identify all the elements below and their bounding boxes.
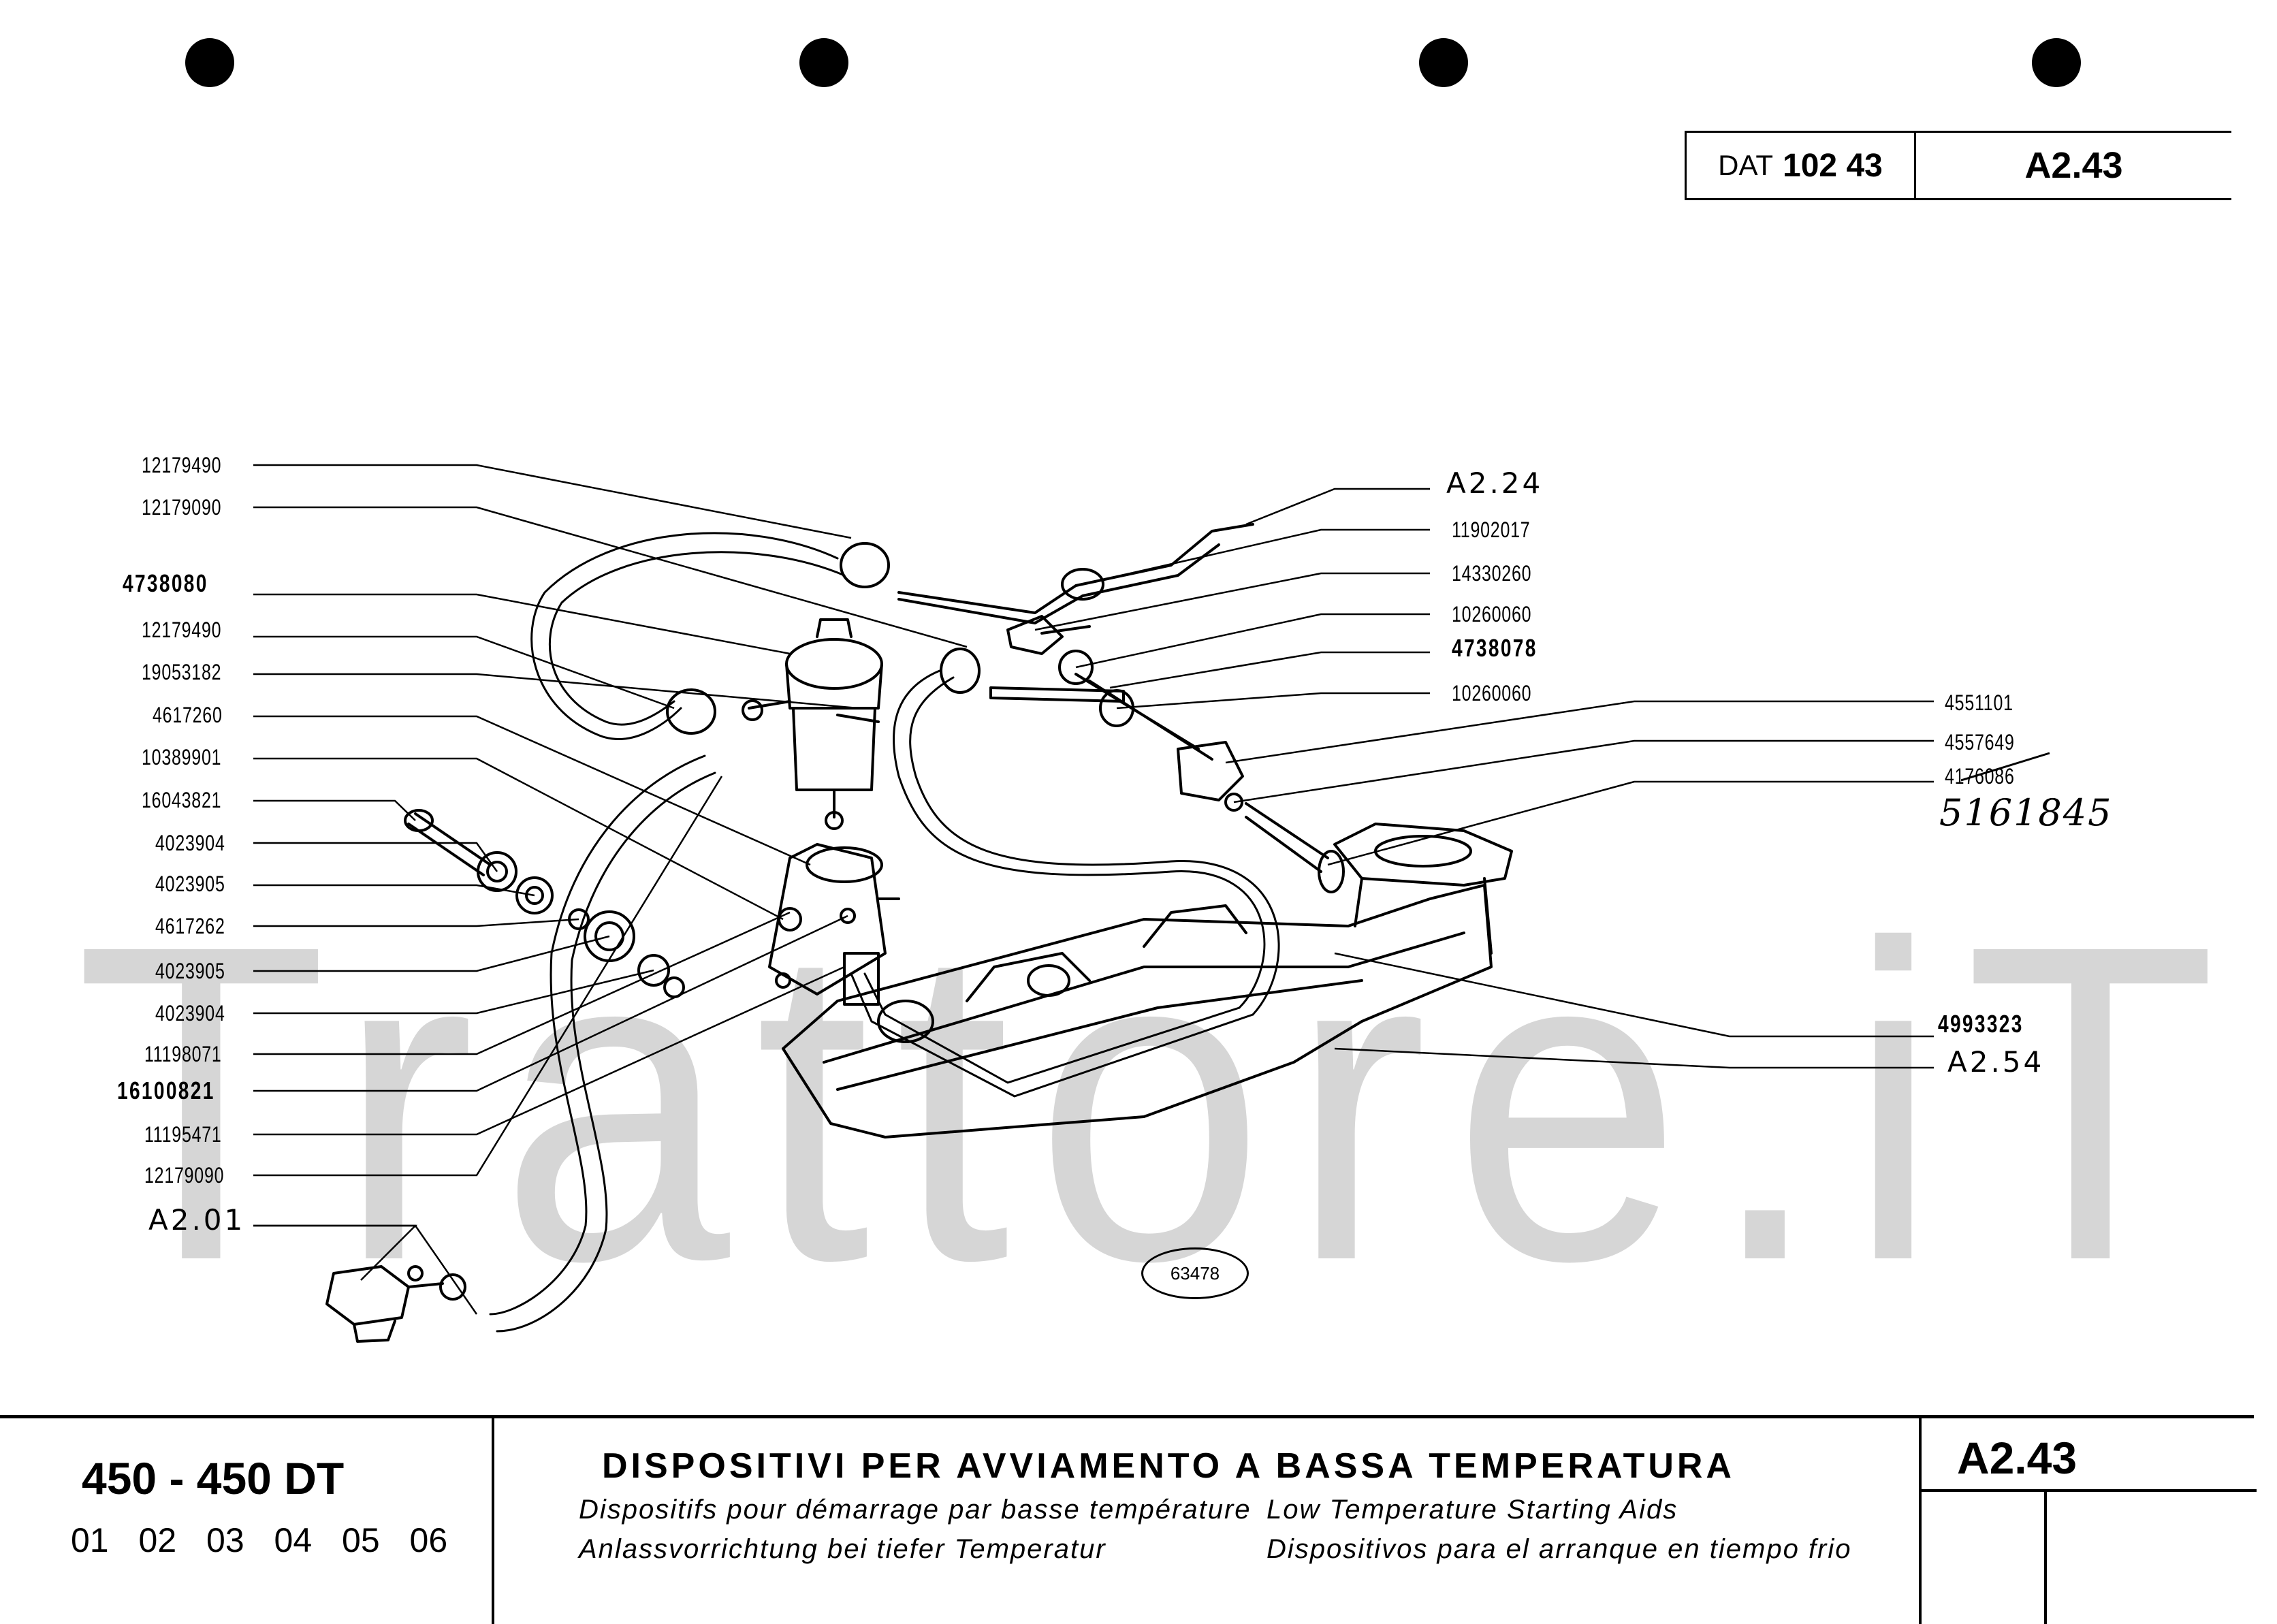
dat-cell: DAT 102 43 (1687, 133, 1916, 198)
model-variants: 01 02 03 04 05 06 (71, 1521, 448, 1559)
binder-hole (1419, 38, 1468, 87)
dat-number: 102 43 (1783, 147, 1883, 184)
header-reference-box: DAT 102 43 A2.43 (1685, 131, 2231, 200)
watermark: Trattore.iT (75, 852, 2242, 1354)
title-english: Low Temperature Starting Aids (1267, 1495, 1678, 1525)
title-block: 450 - 450 DT 01 02 03 04 05 06 DISPOSITI… (0, 1415, 2257, 1624)
binder-hole (799, 38, 848, 87)
binder-hole (185, 38, 234, 87)
part-number-label: 4617262 (155, 914, 225, 938)
part-number-label: 14330260 (1452, 561, 1532, 586)
page-code-cell: A2.43 (1919, 1418, 2257, 1624)
part-number-label: 4993323 (1938, 1010, 2024, 1038)
part-number-label: 16100821 (117, 1077, 215, 1104)
title-italian: DISPOSITIVI PER AVVIAMENTO A BASSA TEMPE… (602, 1446, 1735, 1486)
divider (1922, 1489, 2257, 1492)
title-french: Dispositifs pour démarrage par basse tem… (579, 1495, 1252, 1525)
title-spanish: Dispositivos para el arranque en tiempo … (1267, 1534, 1852, 1564)
hose-clip (843, 952, 880, 1006)
part-number-label: 12179490 (142, 453, 222, 477)
part-number-label: 4023905 (155, 872, 225, 896)
hose-clip (840, 542, 890, 588)
part-number-label: 4617260 (153, 703, 223, 727)
leader-lines (253, 464, 1934, 1315)
section-reference-label: A2.24 (1446, 466, 1544, 500)
fuel-tap (325, 1265, 466, 1343)
bracket (768, 843, 900, 996)
part-number-label: 11198071 (144, 1042, 222, 1066)
part-number-label: 4023905 (155, 959, 225, 983)
filter-device (742, 618, 883, 830)
part-number-label: 10389901 (142, 745, 222, 769)
model-cell: 450 - 450 DT 01 02 03 04 05 06 (0, 1418, 494, 1624)
model-name: 450 - 450 DT (82, 1453, 345, 1503)
part-number-label: 19053182 (142, 660, 222, 684)
part-number-label: 10260060 (1452, 681, 1532, 705)
dat-label: DAT (1718, 149, 1774, 181)
part-number-label: 11195471 (144, 1122, 222, 1147)
handwritten-replacement-number: 5161845 (1939, 791, 2113, 834)
lower-hose (489, 754, 716, 1333)
hose-clip (940, 648, 981, 694)
binder-hole (2032, 38, 2081, 87)
part-number-label: 12179490 (142, 618, 222, 642)
part-number-label: 16043821 (142, 788, 222, 812)
title-german: Anlassvorrichtung bei tiefer Temperatur (579, 1534, 1106, 1564)
part-number-label: 4738078 (1452, 634, 1538, 662)
divider (2044, 1492, 2047, 1624)
part-number-label: 12179090 (142, 495, 222, 520)
hose-clip (666, 688, 716, 735)
part-number-label: 4738080 (123, 569, 208, 597)
stud-washers (404, 809, 685, 998)
part-number-label: 4557649 (1945, 730, 2015, 754)
part-number-label: 11902017 (1452, 518, 1531, 542)
part-number-label: 4023904 (155, 1001, 225, 1025)
section-reference-label: A2.54 (1947, 1045, 2045, 1079)
upper-hose (530, 532, 846, 740)
strike-through-mark (1961, 752, 2050, 782)
exhaust-manifold (782, 823, 1513, 1139)
footer-page-code: A2.43 (1956, 1433, 2077, 1483)
header-page-code: A2.43 (2024, 145, 2123, 186)
section-reference-label: A2.01 (148, 1203, 246, 1237)
part-number-label: 12179090 (144, 1163, 225, 1188)
exploded-diagram (253, 464, 1934, 1343)
fuel-hose (850, 669, 1280, 1098)
part-number-label: 4551101 (1945, 690, 2013, 715)
part-number-label: 4023904 (155, 831, 225, 855)
figure-number-badge: 63478 (1141, 1247, 1249, 1299)
part-number-label: 10260060 (1452, 602, 1532, 626)
figure-number: 63478 (1170, 1262, 1220, 1284)
